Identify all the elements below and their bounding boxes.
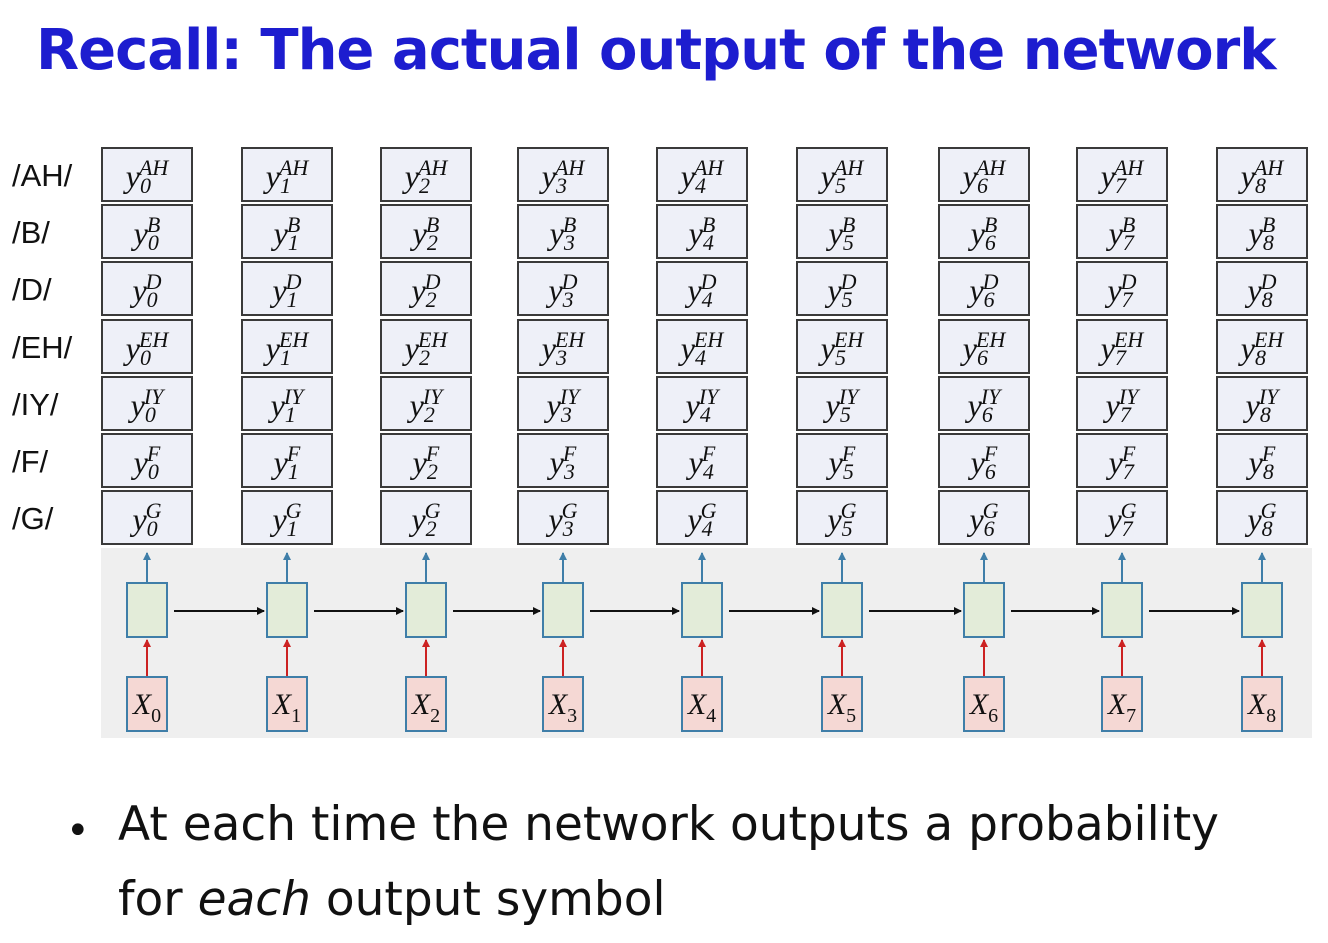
output-probability-cell: y1F [241,433,333,488]
output-probability-cell: y0AH [101,147,193,202]
output-probability-cell: y7F [1076,433,1168,488]
output-probability-cell: y3B [517,204,609,260]
hidden-state-box [266,582,308,638]
output-probability-cell: y8AH [1216,147,1308,202]
output-probability-cell: y6AH [938,147,1030,202]
output-probability-cell: y0D [101,261,193,317]
symbol-label: /IY/ [12,386,59,422]
input-box: X0 [126,676,168,732]
bullet-text-emphasis: each [197,872,311,927]
input-box: X7 [1101,676,1143,732]
bullet-text-post: output symbol [310,872,666,927]
output-probability-cell: y8IY [1216,375,1308,431]
hidden-state-box [542,582,584,638]
bullet-text-line-2: for each output symbol [118,872,666,927]
bullet-text-pre: for [118,872,198,927]
output-probability-cell: y8G [1216,490,1308,546]
output-probability-cell: y3EH [517,318,609,374]
output-probability-cell: y0F [101,433,193,488]
output-probability-cell: y6B [938,204,1030,260]
output-probability-cell: y8B [1216,204,1308,260]
hidden-state-box [963,582,1005,638]
output-probability-cell: y4G [656,490,748,546]
output-probability-cell: y5AH [796,147,888,202]
hidden-state-box [1241,582,1283,638]
output-probability-cell: y3G [517,490,609,546]
output-probability-cell: y4IY [656,375,748,431]
output-probability-cell: y5G [796,490,888,546]
output-probability-cell: y4F [656,433,748,488]
bullet-text-line-1: At each time the network outputs a proba… [118,797,1219,852]
output-probability-cell: y7G [1076,490,1168,546]
output-probability-cell: y6IY [938,375,1030,431]
output-probability-cell: y6F [938,433,1030,488]
output-probability-cell: y5D [796,261,888,317]
output-probability-cell: y2D [380,261,472,317]
output-probability-cell: y2F [380,433,472,488]
hidden-state-box [821,582,863,638]
output-probability-cell: y5F [796,433,888,488]
output-probability-cell: y6EH [938,318,1030,374]
output-probability-cell: y7IY [1076,375,1168,431]
input-box: X2 [405,676,447,732]
bullet-dot: • [66,808,90,854]
output-probability-cell: y4D [656,261,748,317]
output-probability-cell: y0EH [101,318,193,374]
output-probability-cell: y2B [380,204,472,260]
input-box: X3 [542,676,584,732]
output-probability-cell: y0G [101,490,193,546]
output-probability-cell: y4EH [656,318,748,374]
output-probability-cell: y5B [796,204,888,260]
output-probability-cell: y7B [1076,204,1168,260]
output-probability-cell: y1B [241,204,333,260]
hidden-state-box [681,582,723,638]
symbol-label: /D/ [12,272,52,308]
input-box: X1 [266,676,308,732]
output-probability-cell: y3F [517,433,609,488]
output-probability-cell: y7EH [1076,318,1168,374]
slide-title: Recall: The actual output of the network [36,18,1276,83]
symbol-label: /EH/ [12,329,73,365]
symbol-label: /B/ [12,215,50,251]
input-box: X8 [1241,676,1283,732]
output-probability-cell: y6G [938,490,1030,546]
output-probability-cell: y4B [656,204,748,260]
output-probability-cell: y8D [1216,261,1308,317]
symbol-label: /AH/ [12,158,73,193]
output-probability-cell: y1G [241,490,333,546]
output-probability-cell: y4AH [656,147,748,202]
output-probability-cell: y5EH [796,318,888,374]
output-probability-cell: y5IY [796,375,888,431]
output-probability-cell: y1D [241,261,333,317]
input-box: X4 [681,676,723,732]
output-probability-cell: y1IY [241,375,333,431]
output-probability-cell: y6D [938,261,1030,317]
input-box: X6 [963,676,1005,732]
output-probability-cell: y0B [101,204,193,260]
hidden-state-box [126,582,168,638]
output-probability-cell: y2IY [380,375,472,431]
output-probability-cell: y7AH [1076,147,1168,202]
output-probability-cell: y3AH [517,147,609,202]
output-probability-cell: y1AH [241,147,333,202]
output-probability-cell: y2AH [380,147,472,202]
output-probability-cell: y0IY [101,375,193,431]
symbol-label: /G/ [12,501,54,537]
output-probability-cell: y8EH [1216,318,1308,374]
output-probability-cell: y7D [1076,261,1168,317]
output-probability-cell: y3IY [517,375,609,431]
hidden-state-box [1101,582,1143,638]
output-probability-cell: y3D [517,261,609,317]
output-probability-cell: y2G [380,490,472,546]
output-probability-cell: y8F [1216,433,1308,488]
input-box: X5 [821,676,863,732]
hidden-state-box [405,582,447,638]
output-probability-cell: y1EH [241,318,333,374]
symbol-label: /F/ [12,444,49,479]
output-probability-cell: y2EH [380,318,472,374]
